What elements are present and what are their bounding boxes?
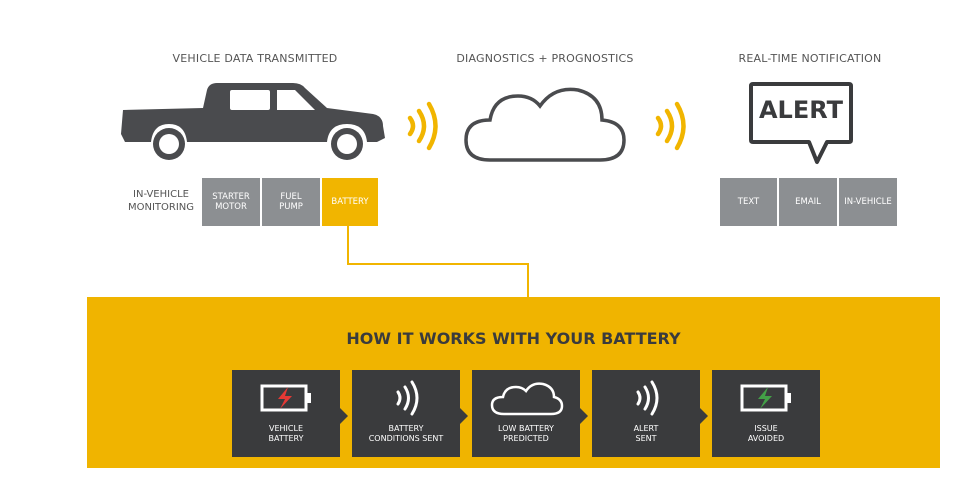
step-label: ISSUE AVOIDED xyxy=(747,424,785,443)
signal-waves-icon xyxy=(407,101,438,151)
step-arrow xyxy=(460,408,468,424)
alert-text: ALERT xyxy=(758,96,844,124)
tile-battery: BATTERY xyxy=(322,178,378,226)
step-label: LOW BATTERY PREDICTED xyxy=(498,424,554,443)
signal-waves-icon xyxy=(636,380,659,416)
signal-waves-icon xyxy=(396,380,419,416)
channel-text: TEXT xyxy=(720,178,777,226)
monitoring-label: IN-VEHICLE MONITORING xyxy=(127,189,195,213)
tile-fuel-pump: FUEL PUMP xyxy=(262,178,320,226)
step-label: BATTERY CONDITIONS SENT xyxy=(368,424,444,443)
stage-title-notification: REAL-TIME NOTIFICATION xyxy=(738,52,882,65)
cloud-icon xyxy=(490,382,564,416)
channel-email: EMAIL xyxy=(779,178,837,226)
battery-charged-icon xyxy=(740,384,791,412)
alert-speech-bubble-icon xyxy=(749,82,853,164)
signal-waves-icon xyxy=(655,101,686,151)
step-vehicle-battery: VEHICLE BATTERY xyxy=(232,370,348,457)
step-issue-avoided: ISSUE AVOIDED xyxy=(712,370,820,457)
connector-line xyxy=(347,226,529,298)
cloud-icon xyxy=(464,87,626,162)
stage-title-diagnostics: DIAGNOSTICS + PROGNOSTICS xyxy=(456,52,634,65)
step-low-battery-predicted: LOW BATTERY PREDICTED xyxy=(472,370,588,457)
step-label: VEHICLE BATTERY xyxy=(268,424,304,443)
tile-starter-motor: STARTER MOTOR xyxy=(202,178,260,226)
step-arrow xyxy=(580,408,588,424)
stage-title-vehicle: VEHICLE DATA TRANSMITTED xyxy=(172,52,338,65)
step-arrow xyxy=(700,408,708,424)
battery-low-icon xyxy=(260,384,311,412)
panel-title: HOW IT WORKS WITH YOUR BATTERY xyxy=(346,329,681,348)
pickup-truck-icon xyxy=(121,83,385,160)
step-label: ALERT SENT xyxy=(633,424,659,443)
step-alert-sent: ALERT SENT xyxy=(592,370,708,457)
channel-in-vehicle: IN-VEHICLE xyxy=(839,178,897,226)
step-battery-conditions-sent: BATTERY CONDITIONS SENT xyxy=(352,370,468,457)
how-it-works-panel: HOW IT WORKS WITH YOUR BATTERY VEHICLE B… xyxy=(87,297,940,468)
step-arrow xyxy=(340,408,348,424)
